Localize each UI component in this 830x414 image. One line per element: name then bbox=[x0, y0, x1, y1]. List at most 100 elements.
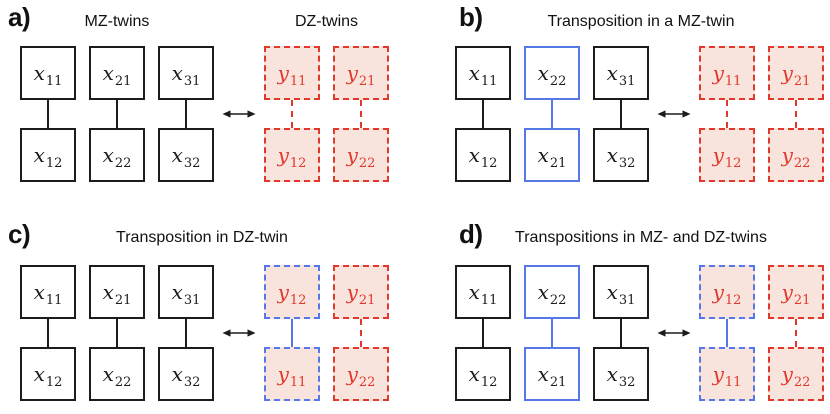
twin-link-line bbox=[482, 100, 484, 128]
panel-b-mz-group: x11 x12 x22 x21 x31 x32 bbox=[455, 46, 649, 182]
box-label: y22 bbox=[346, 143, 376, 171]
twin-link-line bbox=[360, 319, 362, 347]
box-x22: x22 bbox=[524, 265, 580, 319]
box-x32: x32 bbox=[593, 128, 649, 182]
dz-column-1: y11 y12 bbox=[264, 46, 320, 182]
box-y21: y21 bbox=[768, 265, 824, 319]
panel-c-dz-group: y12 y11 y21 y22 bbox=[264, 265, 389, 401]
dz-column-2: y21 y22 bbox=[333, 265, 389, 401]
box-x31: x31 bbox=[158, 46, 214, 100]
box-x31: x31 bbox=[593, 265, 649, 319]
twin-link-line bbox=[291, 319, 293, 347]
box-x11: x11 bbox=[20, 265, 76, 319]
box-label: y21 bbox=[346, 61, 376, 89]
box-label: x21 bbox=[537, 143, 567, 171]
box-x31: x31 bbox=[593, 46, 649, 100]
box-x22: x22 bbox=[89, 347, 145, 401]
twin-link-line bbox=[116, 319, 118, 347]
mz-column-1: x11 x12 bbox=[455, 265, 511, 401]
box-x32: x32 bbox=[158, 128, 214, 182]
box-y11: y11 bbox=[264, 347, 320, 401]
box-y12: y12 bbox=[264, 128, 320, 182]
twin-link-line bbox=[482, 319, 484, 347]
box-label: y21 bbox=[346, 280, 376, 308]
box-label: x22 bbox=[537, 280, 567, 308]
box-y11: y11 bbox=[264, 46, 320, 100]
mz-column-1: x11 x12 bbox=[20, 265, 76, 401]
panel-d-title: Transpositions in MZ- and DZ-twins bbox=[515, 229, 767, 246]
mz-column-2: x21 x22 bbox=[89, 265, 145, 401]
box-label: y22 bbox=[781, 362, 811, 390]
twin-link-line bbox=[726, 100, 728, 128]
box-y21: y21 bbox=[333, 265, 389, 319]
box-y21: y21 bbox=[768, 46, 824, 100]
box-x22: x22 bbox=[89, 128, 145, 182]
box-x21: x21 bbox=[89, 265, 145, 319]
box-label: x21 bbox=[537, 362, 567, 390]
mz-column-2-transposed: x22 x21 bbox=[524, 265, 580, 401]
box-label: x12 bbox=[33, 362, 63, 390]
panel-a-dz-group: y11 y12 y21 y22 bbox=[264, 46, 389, 182]
dz-column-2: y21 y22 bbox=[768, 46, 824, 182]
twin-link-line bbox=[116, 100, 118, 128]
box-label: x32 bbox=[171, 143, 201, 171]
box-label: x22 bbox=[102, 362, 132, 390]
panel-a-content: x11 x12 x21 x22 x31 x32 bbox=[20, 46, 389, 182]
box-x12: x12 bbox=[455, 128, 511, 182]
box-label: x22 bbox=[537, 61, 567, 89]
panel-a-dz-title: DZ-twins bbox=[294, 13, 359, 30]
box-label: x32 bbox=[606, 143, 636, 171]
box-x21: x21 bbox=[524, 128, 580, 182]
box-y12: y12 bbox=[264, 265, 320, 319]
panel-d-mz-group: x11 x12 x22 x21 x31 x32 bbox=[455, 265, 649, 401]
box-label: x32 bbox=[171, 362, 201, 390]
mz-column-2: x21 x22 bbox=[89, 46, 145, 182]
box-label: y11 bbox=[277, 362, 307, 390]
box-label: x21 bbox=[102, 280, 132, 308]
box-label: x31 bbox=[171, 280, 201, 308]
mz-column-3: x31 x32 bbox=[158, 46, 214, 182]
box-label: x32 bbox=[606, 362, 636, 390]
mz-column-1: x11 x12 bbox=[20, 46, 76, 182]
double-arrow-icon bbox=[222, 108, 256, 120]
dz-column-1: y11 y12 bbox=[699, 46, 755, 182]
twin-link-line bbox=[551, 319, 553, 347]
box-label: y11 bbox=[712, 362, 742, 390]
panel-b-dz-group: y11 y12 y21 y22 bbox=[699, 46, 824, 182]
box-label: y12 bbox=[277, 143, 307, 171]
panel-d-dz-group: y12 y11 y21 y22 bbox=[699, 265, 824, 401]
twin-link-line bbox=[185, 319, 187, 347]
box-y22: y22 bbox=[333, 128, 389, 182]
box-label: y12 bbox=[712, 143, 742, 171]
panel-c-content: x11 x12 x21 x22 x31 x32 bbox=[20, 265, 389, 401]
panel-c: c) Transposition in DZ-twin x11 x12 x21 … bbox=[0, 207, 415, 414]
box-label: y22 bbox=[781, 143, 811, 171]
box-label: y12 bbox=[277, 280, 307, 308]
box-label: x12 bbox=[468, 362, 498, 390]
box-label: y22 bbox=[346, 362, 376, 390]
panel-c-mz-group: x11 x12 x21 x22 x31 x32 bbox=[20, 265, 214, 401]
box-x12: x12 bbox=[20, 347, 76, 401]
dz-column-2: y21 y22 bbox=[768, 265, 824, 401]
twin-link-line bbox=[360, 100, 362, 128]
twin-link-line bbox=[291, 100, 293, 128]
double-arrow-icon bbox=[222, 327, 256, 339]
twin-link-line bbox=[620, 100, 622, 128]
twin-link-line bbox=[726, 319, 728, 347]
box-y22: y22 bbox=[768, 347, 824, 401]
box-label: y12 bbox=[712, 280, 742, 308]
box-label: y21 bbox=[781, 61, 811, 89]
box-label: y11 bbox=[712, 61, 742, 89]
box-label: x31 bbox=[606, 280, 636, 308]
dz-column-1-transposed: y12 y11 bbox=[699, 265, 755, 401]
box-y22: y22 bbox=[768, 128, 824, 182]
panel-d-content: x11 x12 x22 x21 x31 x32 bbox=[455, 265, 824, 401]
box-y12: y12 bbox=[699, 265, 755, 319]
box-y22: y22 bbox=[333, 347, 389, 401]
panel-c-title: Transposition in DZ-twin bbox=[116, 229, 288, 246]
panel-b: b) Transposition in a MZ-twin x11 x12 x2… bbox=[415, 0, 830, 207]
box-x32: x32 bbox=[158, 347, 214, 401]
box-x32: x32 bbox=[593, 347, 649, 401]
box-x12: x12 bbox=[20, 128, 76, 182]
